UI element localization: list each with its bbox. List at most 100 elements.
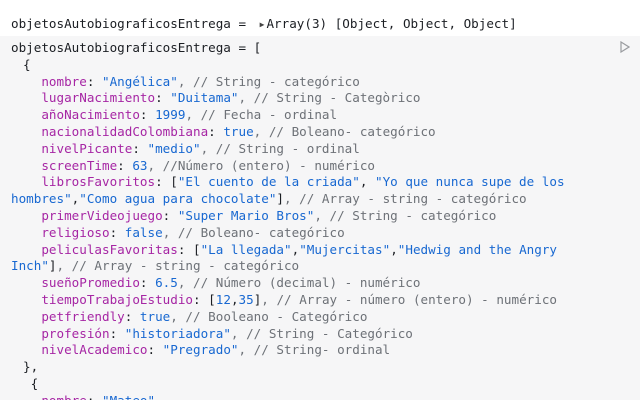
indent <box>11 174 41 189</box>
property-value: , <box>230 291 239 307</box>
indent <box>11 141 41 156</box>
colon: : <box>155 174 171 190</box>
indent <box>11 393 41 400</box>
property-value: , <box>71 191 80 207</box>
code-comment: , // Array - número (entero) - numérico <box>261 291 557 307</box>
colon: : <box>139 107 156 123</box>
object-open-brace: { <box>23 56 31 72</box>
property-value: "Yo que nunca supe de los hombres" <box>11 174 573 207</box>
property-key: profesión <box>41 325 110 341</box>
colon: : <box>86 73 103 89</box>
property-key: lugarNacimiento <box>41 90 156 106</box>
property-value: 63 <box>132 157 148 173</box>
indent <box>11 90 41 105</box>
indent <box>11 326 41 341</box>
property-value: "historiadora" <box>124 325 231 341</box>
code-comment: , <box>155 393 163 400</box>
property-key: peliculasFavoritas <box>41 241 178 257</box>
indent <box>11 292 41 307</box>
code-comment: , // Número (decimal) - numérico <box>177 275 421 291</box>
colon: : <box>124 308 140 324</box>
code-editor[interactable]: objetosAutobiograficosEntrega = [ { nomb… <box>11 40 611 400</box>
colon: : <box>117 157 133 173</box>
colon: : <box>147 342 163 358</box>
property-value: "medio" <box>147 140 201 156</box>
output-equals: = <box>230 16 254 31</box>
indent <box>11 309 41 324</box>
property-key: religioso <box>41 224 110 240</box>
colon: : <box>109 224 125 240</box>
play-icon[interactable] <box>620 41 630 53</box>
indent <box>11 208 41 223</box>
property-key: nacionalidadColombiana <box>41 123 209 139</box>
property-value: false <box>124 224 163 240</box>
property-key: primerVideojuego <box>41 207 163 223</box>
property-value: [ <box>170 174 178 190</box>
code-comment: , // String- ordinal <box>238 342 391 358</box>
property-value: , <box>291 241 300 257</box>
property-value: true <box>139 308 171 324</box>
indent <box>11 124 41 139</box>
property-value: true <box>223 123 254 139</box>
property-value: "La llegada" <box>200 241 292 257</box>
property-value: [ <box>193 241 201 257</box>
object-properties: nombre: "Angélica", // String - categóri… <box>11 74 572 358</box>
code-comment: , // String - Categórico <box>230 325 413 341</box>
property-value: 1999 <box>155 107 186 123</box>
property-value: "El cuento de la criada" <box>177 174 360 190</box>
indent <box>11 74 41 89</box>
property-value: 12 <box>215 291 231 307</box>
code-comment: , // Array - string - categórico <box>284 191 527 207</box>
property-value: "Como agua para chocolate" <box>79 191 277 207</box>
property-value: "Super Mario Bros" <box>177 207 315 223</box>
property-key: petfriendly <box>41 308 125 324</box>
property-value: , <box>359 174 375 190</box>
code-comment: , // Fecha - ordinal <box>185 107 338 123</box>
code-comment: , //Número (entero) - numérico <box>147 157 375 173</box>
property-key: sueñoPromedio <box>41 275 140 291</box>
code-cell[interactable]: objetosAutobiograficosEntrega = [ { nomb… <box>0 36 640 400</box>
property-value: ] <box>48 258 57 274</box>
indent <box>11 158 41 173</box>
property-key: librosFavoritos <box>41 174 156 190</box>
output-variable-name: objetosAutobiograficosEntrega <box>11 16 231 31</box>
colon: : <box>177 241 193 257</box>
property-value: [ <box>208 291 216 307</box>
property-key: screenTime <box>41 157 118 173</box>
property-value: "Duitama" <box>170 90 239 106</box>
indent <box>11 275 41 290</box>
property-value: 6.5 <box>155 275 178 291</box>
code-comment: , // Array - string - categórico <box>56 258 300 274</box>
colon: : <box>109 325 125 341</box>
colon: : <box>208 123 224 139</box>
property-key: añoNacimiento <box>41 107 140 123</box>
colon: : <box>87 393 102 400</box>
triangle-right-icon[interactable]: ▶ <box>259 20 265 29</box>
code-comment: , // String - categórico <box>177 73 360 89</box>
colon: : <box>193 291 209 307</box>
indent <box>11 225 41 240</box>
output-array-summary[interactable]: Array(3) [Object, Object, Object] <box>266 16 517 31</box>
colon: : <box>155 90 171 106</box>
code-comment: , // String - ordinal <box>200 140 360 156</box>
property-key: nombre <box>41 393 87 400</box>
property-value: "Mujercitas" <box>299 241 391 257</box>
property-value: "Pregrado" <box>162 342 239 358</box>
colon: : <box>132 140 148 156</box>
property-value: 35 <box>238 291 254 307</box>
code-comment: , // Booleano - Categórico <box>170 308 368 324</box>
object-2-properties: nombre: "Mateo", <box>11 393 163 400</box>
code-comment: , // String - categórico <box>314 207 497 223</box>
property-key: tiempoTrabajoEstudio <box>41 291 193 307</box>
object-open-brace-2: { <box>23 375 39 391</box>
code-comment: , // Boleano- categórico <box>162 224 345 240</box>
property-value: ] <box>276 191 284 207</box>
code-comment: , // Boleano- categórico <box>253 123 436 139</box>
property-key: nombre <box>41 73 87 89</box>
code-declaration: objetosAutobiograficosEntrega = [ <box>11 40 262 55</box>
property-value: "Mateo" <box>102 393 155 400</box>
property-key: nivelPicante <box>41 140 133 156</box>
property-key: nivelAcademico <box>41 342 148 358</box>
colon: : <box>162 207 178 223</box>
indent <box>11 342 41 357</box>
